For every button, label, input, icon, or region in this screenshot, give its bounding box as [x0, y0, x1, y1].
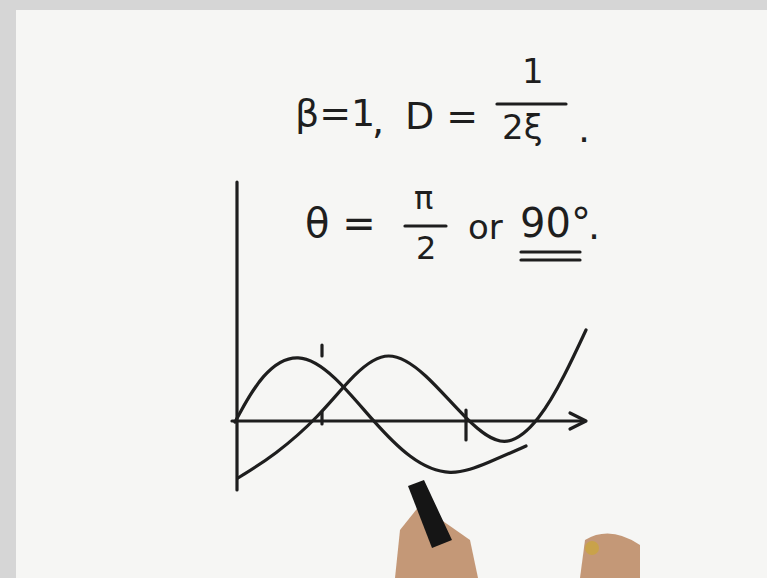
equation-text: 2ξ [502, 108, 543, 147]
equation-text: 2 [416, 230, 436, 267]
equation-text: π [414, 180, 433, 217]
tick-mark [320, 345, 323, 356]
y-axis [235, 182, 238, 490]
hand-with-marker [395, 480, 640, 578]
equation-text: θ = [305, 200, 376, 246]
punctuation: . [578, 108, 590, 152]
fraction-bar [405, 224, 446, 227]
equation-text: D = [405, 95, 478, 139]
punctuation: , [372, 100, 384, 144]
equation-text: 90° [520, 200, 591, 246]
equation-text: 1 [522, 52, 544, 91]
equation-text: β=1 [295, 92, 375, 136]
paper-sheet [16, 10, 767, 578]
shifted-sine-curve [238, 330, 586, 478]
punctuation: . [588, 205, 600, 249]
hand [580, 534, 640, 578]
sine-curve [235, 358, 526, 473]
underline [521, 258, 580, 261]
equation-text: or [468, 208, 503, 247]
x-axis [232, 419, 585, 422]
axis-arrowhead [570, 413, 586, 429]
underline [521, 250, 580, 253]
fraction-bar [497, 102, 566, 105]
ring [585, 541, 599, 555]
marker [408, 480, 452, 548]
